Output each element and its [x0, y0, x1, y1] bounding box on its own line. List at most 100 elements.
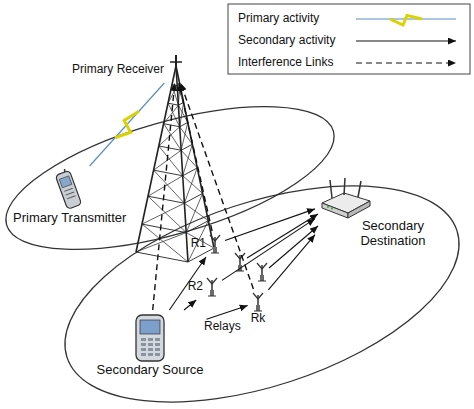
secondary-link	[206, 305, 247, 319]
bigphone-icon	[148, 348, 153, 351]
tower-symbol	[170, 61, 182, 63]
phone-icon	[67, 196, 75, 199]
phone-icon	[64, 169, 66, 172]
secondary-link	[206, 305, 247, 319]
group-label: Relays	[204, 320, 241, 334]
bigphone-icon	[155, 353, 160, 356]
tower-symbol	[136, 221, 214, 262]
interference-link	[179, 83, 212, 231]
bigphone-icon	[141, 338, 146, 341]
antenna-icon	[213, 247, 217, 253]
legend-text: Secondary activity	[238, 34, 335, 48]
tower-symbol	[148, 168, 203, 203]
tower-symbol	[168, 84, 184, 105]
secondary-link	[222, 219, 315, 281]
antenna-icon	[211, 253, 219, 254]
bigphone-icon	[141, 343, 146, 346]
secondary-link	[184, 300, 196, 310]
node-label: Primary Transmitter	[13, 211, 126, 226]
bigphone-icon	[148, 338, 153, 341]
legend-sample	[356, 11, 460, 27]
bigphone-icon	[155, 343, 160, 346]
secondary-link	[169, 257, 206, 310]
antenna-icon	[251, 292, 265, 312]
phone-icon	[64, 188, 72, 191]
phone-icon	[59, 176, 71, 188]
phone-icon	[55, 170, 81, 209]
bigphone-icon	[148, 353, 153, 356]
primary-link	[90, 83, 165, 166]
interference-link	[153, 83, 175, 310]
legend-row: Interference Links	[238, 53, 466, 73]
phone-icon	[54, 169, 81, 209]
primary-link	[90, 83, 165, 166]
legend-text: Primary activity	[238, 12, 319, 26]
router-icon	[322, 203, 348, 218]
tower-symbol	[154, 144, 198, 176]
tower-symbol	[159, 122, 193, 150]
secondary-link	[268, 235, 315, 290]
node-label: Secondary Source	[97, 363, 204, 378]
transmitter-node: Primary Transmitter	[10, 166, 129, 229]
secondary-link	[222, 219, 315, 281]
node-label: R2	[188, 280, 203, 294]
node-label: Secondary Destination	[348, 219, 438, 249]
tower-symbol	[154, 168, 198, 176]
relay-node: R1	[188, 231, 225, 257]
router-icon	[358, 181, 361, 197]
tower-symbol	[164, 102, 188, 126]
destination-node: Secondary Destination	[315, 174, 441, 252]
legend-text: Interference Links	[238, 56, 333, 70]
relay-antenna	[235, 214, 318, 281]
relay-antenna	[260, 275, 264, 281]
router-icon	[318, 177, 374, 219]
legend-sample	[356, 55, 460, 71]
secondary-link	[225, 209, 315, 241]
legend-sample	[390, 15, 422, 25]
interference-link	[153, 83, 175, 310]
antenna-icon	[210, 290, 214, 296]
primary-region	[0, 77, 349, 278]
tower-symbol	[148, 193, 203, 203]
router-icon	[330, 180, 332, 198]
source-node: Secondary Source	[94, 310, 207, 381]
bigphone-icon	[148, 343, 153, 346]
antenna-icon	[208, 234, 222, 254]
router-icon	[348, 201, 370, 218]
node-label: Rk	[251, 312, 266, 326]
router-icon	[327, 206, 329, 208]
tower-symbol	[168, 102, 184, 105]
phone-icon	[66, 192, 74, 195]
spacer-icon	[166, 60, 186, 80]
node-label: Primary Receiver	[72, 63, 164, 77]
receiver-node: Primary Receiver	[69, 57, 189, 83]
antenna-icon	[205, 277, 219, 297]
legend-sample	[356, 33, 460, 49]
legend-row: Secondary activity	[238, 31, 466, 51]
phone-icon	[53, 169, 83, 211]
tower-symbol	[159, 144, 193, 150]
legend-box	[228, 4, 470, 74]
relay-node: Rk	[248, 289, 269, 329]
router-icon	[344, 178, 345, 195]
secondary-link	[225, 209, 315, 241]
interference-link	[179, 83, 212, 231]
bigphone-icon	[155, 348, 160, 351]
bigphone-icon	[136, 315, 164, 361]
relay-antenna	[258, 281, 266, 282]
secondary-link	[268, 235, 315, 290]
interference-link	[181, 83, 254, 289]
secondary-link	[169, 257, 206, 310]
tower-symbol	[142, 193, 208, 232]
relay-antenna	[257, 263, 267, 281]
relay-node: R2	[185, 274, 222, 300]
tower-symbol	[175, 55, 177, 66]
bigphone-icon	[140, 320, 160, 334]
legend-sample	[356, 40, 456, 41]
interference-link	[181, 83, 254, 289]
legend-row: Primary activity	[238, 9, 466, 29]
bigphone-icon	[141, 348, 146, 351]
legend-sample	[356, 62, 456, 63]
secondary-region	[39, 143, 474, 409]
secondary-link	[184, 300, 196, 310]
